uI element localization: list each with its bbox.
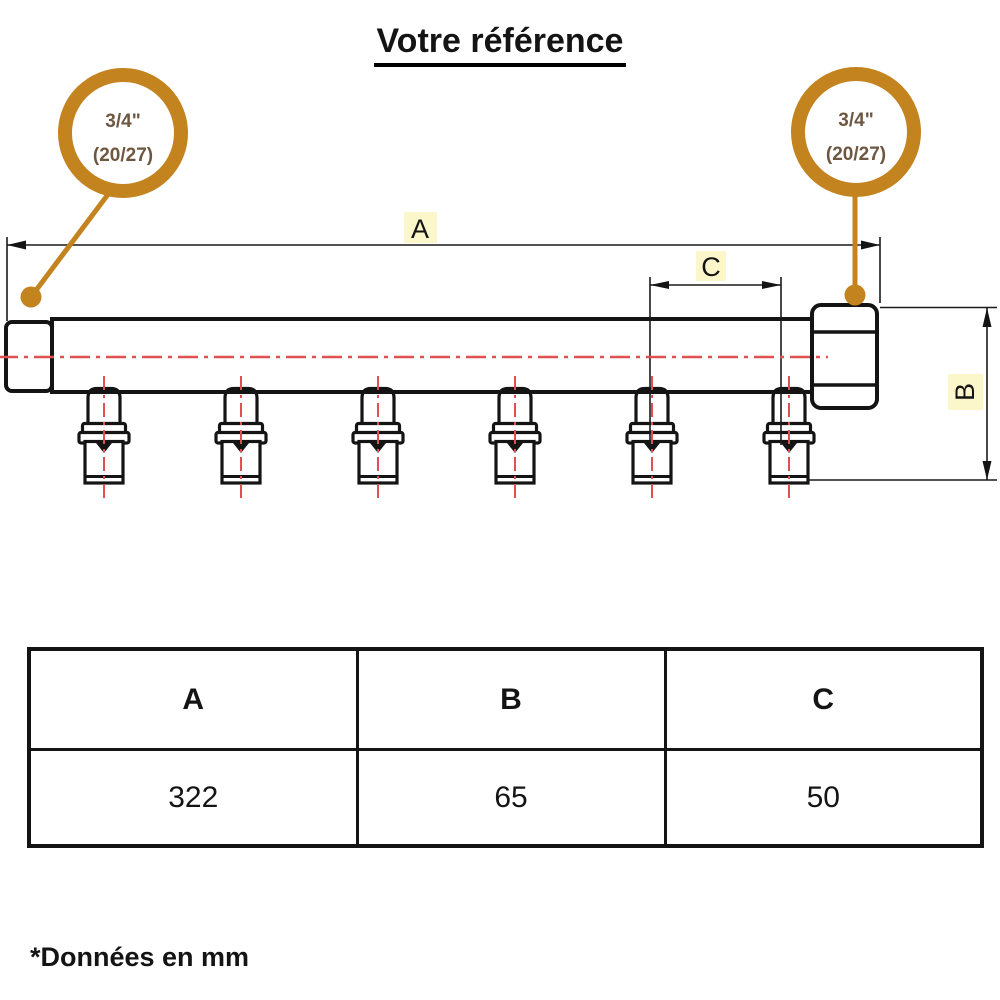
- value-cell-b: 65: [355, 748, 667, 848]
- callout-right-thread: (20/27): [826, 144, 886, 165]
- dim-b-arrow-bottom: [982, 461, 992, 480]
- callout-left-size: 3/4": [105, 111, 140, 132]
- outlet-port-1: [77, 374, 131, 504]
- table-header-row: A B C: [27, 647, 984, 751]
- dimension-table: A B C 322 65 50: [27, 647, 984, 848]
- dim-a-arrow-right: [861, 240, 880, 250]
- header-cell-b: B: [355, 647, 667, 751]
- callout-right-dot: [844, 284, 866, 306]
- callout-left-leader: [29, 187, 114, 299]
- value-cell-a: 322: [27, 748, 359, 848]
- outlet-port-2: [214, 374, 268, 504]
- callout-left-dot: [20, 286, 42, 308]
- dim-c-arrow-right: [762, 281, 781, 289]
- dim-c-label: C: [701, 252, 721, 282]
- outlet-port-3: [351, 374, 405, 504]
- manifold-body: [50, 317, 814, 394]
- outlet-port-6: [762, 374, 816, 504]
- units-footnote: *Données en mm: [30, 942, 250, 972]
- end-nut: [810, 303, 879, 410]
- outlet-port-5: [625, 374, 679, 504]
- header-cell-c: C: [663, 647, 984, 751]
- dim-b-label: B: [950, 383, 980, 401]
- technical-drawing: A C B 3/4" (20/27) 3/4" (20/27): [0, 67, 997, 504]
- dim-b-arrow-top: [982, 308, 992, 327]
- table-value-row: 322 65 50: [27, 748, 984, 848]
- dim-a-label-bg: [404, 212, 437, 243]
- outlet-port-4: [488, 374, 542, 504]
- header-cell-a: A: [27, 647, 359, 751]
- callout-right-circle: [791, 67, 921, 197]
- callout-left-thread: (20/27): [93, 145, 153, 166]
- callout-left-circle: [58, 68, 188, 198]
- dim-b-label-bg: [948, 374, 983, 410]
- dim-a-arrow-left: [7, 240, 26, 250]
- value-cell-c: 50: [663, 748, 984, 848]
- page-title-text: Votre référence: [373, 22, 627, 67]
- dim-c-arrow-left: [650, 281, 669, 289]
- callout-right-size: 3/4": [838, 110, 873, 131]
- dim-a-label: A: [411, 214, 429, 244]
- dim-c-label-bg: [696, 251, 726, 281]
- page-title: Votre référence: [0, 22, 1000, 67]
